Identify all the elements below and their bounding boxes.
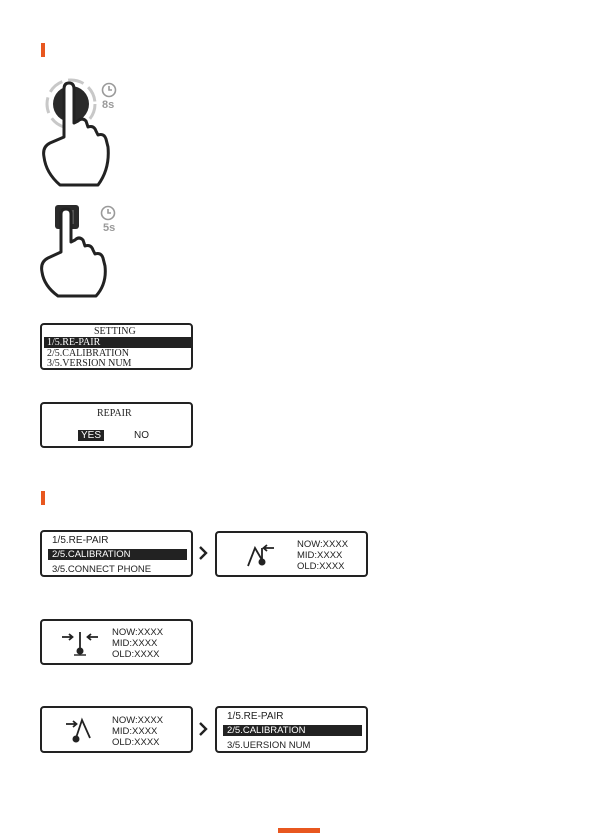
- readout-2-now: NOW:XXXX: [112, 628, 163, 638]
- chevron-right-icon: [198, 545, 208, 566]
- readout-1-old: OLD:XXXX: [297, 562, 345, 572]
- readout-screen-3: NOW:XXXX MID:XXXX OLD:XXXX: [40, 706, 193, 753]
- lever-push-forward-icon: [62, 716, 98, 751]
- repair-yes-option: YES: [78, 430, 104, 441]
- readout-1-now: NOW:XXXX: [297, 540, 348, 550]
- readout-3-mid: MID:XXXX: [112, 727, 157, 737]
- section-marker-1: [41, 43, 45, 57]
- calib-item-connect: 3/5.CONNECT PHONE: [52, 564, 151, 575]
- setting-screen: SETTING 1/5.RE-PAIR 2/5.CALIBRATION 3/5.…: [40, 323, 193, 370]
- hold-duration-label-2: 5s: [103, 222, 115, 234]
- readout-1-mid: MID:XXXX: [297, 551, 342, 561]
- readout-2-mid: MID:XXXX: [112, 639, 157, 649]
- setting-item-repair: 1/5.RE-PAIR: [44, 337, 192, 348]
- hold-duration-label: 8s: [102, 99, 114, 111]
- final-menu-screen: 1/5.RE-PAIR 2/5.CALIBRATION 3/5.UERSION …: [215, 706, 368, 753]
- calibration-menu-screen: 1/5.RE-PAIR 2/5.CALIBRATION 3/5.CONNECT …: [40, 530, 193, 577]
- readout-screen-1: NOW:XXXX MID:XXXX OLD:XXXX: [215, 531, 368, 577]
- readout-3-now: NOW:XXXX: [112, 716, 163, 726]
- readout-2-old: OLD:XXXX: [112, 650, 160, 660]
- readout-3-old: OLD:XXXX: [112, 738, 160, 748]
- readout-screen-2: NOW:XXXX MID:XXXX OLD:XXXX: [40, 619, 193, 665]
- final-item-repair: 1/5.RE-PAIR: [227, 711, 284, 722]
- calib-item-repair: 1/5.RE-PAIR: [52, 535, 109, 546]
- section-marker-2: [41, 491, 45, 505]
- repair-screen: REPAIR YES NO: [40, 402, 193, 448]
- lever-pull-back-icon: [244, 540, 278, 575]
- setting-screen-title: SETTING: [94, 326, 136, 337]
- final-item-calibration: 2/5.CALIBRATION: [223, 725, 362, 736]
- lever-center-icon: [60, 628, 100, 663]
- setting-item-version: 3/5.VERSION NUM: [47, 358, 131, 369]
- chevron-right-icon-2: [198, 721, 208, 742]
- calib-item-calibration: 2/5.CALIBRATION: [48, 549, 187, 560]
- page-footer-accent: [278, 828, 320, 833]
- repair-screen-title: REPAIR: [97, 408, 132, 419]
- final-item-version: 3/5.UERSION NUM: [227, 740, 310, 751]
- repair-no-option: NO: [134, 430, 149, 441]
